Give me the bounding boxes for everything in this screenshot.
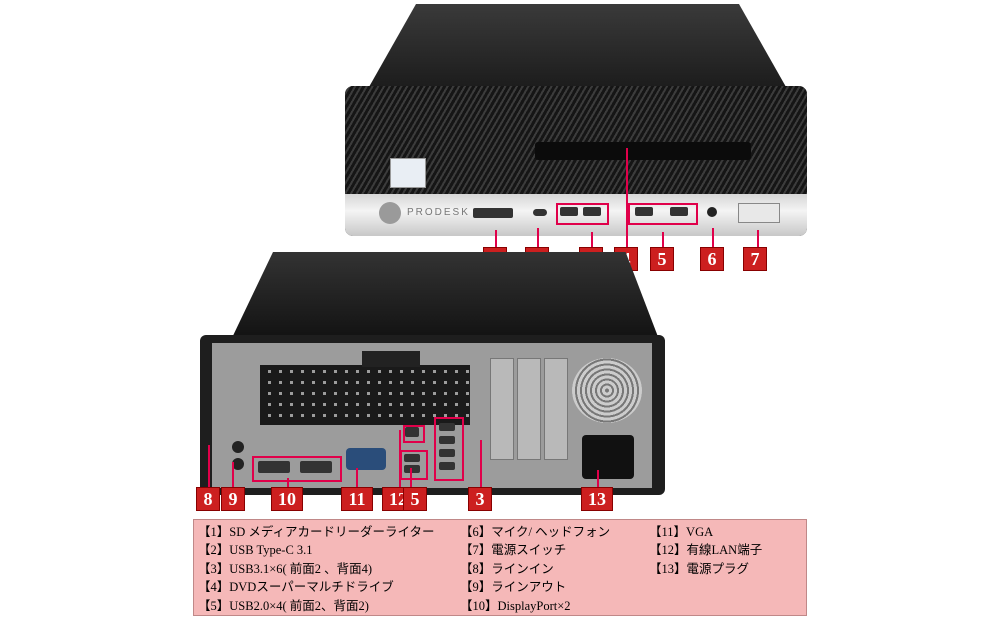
leader-line bbox=[410, 468, 412, 488]
lan-port bbox=[405, 427, 419, 437]
hp-logo-icon bbox=[379, 202, 401, 224]
callout-box-displayport bbox=[252, 456, 342, 482]
marker-9: 9 bbox=[222, 488, 244, 510]
psu-fan-icon bbox=[572, 358, 642, 423]
leader-line bbox=[537, 228, 539, 248]
leader-line bbox=[712, 228, 714, 248]
legend-column-1: 【1】SD メディアカードリーダーライター 【2】USB Type-C 3.1 … bbox=[198, 523, 434, 615]
usb-port bbox=[439, 423, 455, 431]
front-case-top bbox=[365, 4, 790, 94]
expansion-slot bbox=[544, 358, 568, 460]
callout-box-lan bbox=[403, 425, 425, 443]
leader-line bbox=[208, 445, 210, 487]
callout-box-usb31-front bbox=[556, 203, 609, 225]
usb-port bbox=[404, 465, 420, 473]
displayport bbox=[258, 461, 290, 473]
front-case-body: PRODESK bbox=[345, 86, 807, 236]
legend-column-2: 【6】マイク/ ヘッドフォン 【7】電源スイッチ 【8】ラインイン 【9】ライン… bbox=[460, 523, 610, 615]
leader-line bbox=[287, 478, 289, 488]
legend-item: 【7】電源スイッチ bbox=[460, 543, 567, 558]
legend-item: 【10】DisplayPort×2 bbox=[460, 598, 571, 613]
legend-item: 【2】USB Type-C 3.1 bbox=[198, 543, 313, 558]
expansion-slot bbox=[517, 358, 541, 460]
callout-box-usb20-rear bbox=[400, 450, 428, 480]
legend-item: 【9】ラインアウト bbox=[460, 580, 567, 595]
marker-5-rear: 5 bbox=[404, 488, 426, 510]
marker-13: 13 bbox=[582, 488, 612, 510]
usb-c-port bbox=[533, 209, 547, 216]
marker-6: 6 bbox=[701, 248, 723, 270]
power-button bbox=[738, 203, 780, 223]
callout-box-usb31-rear bbox=[434, 417, 464, 481]
intel-sticker-icon bbox=[390, 158, 426, 188]
marker-7: 7 bbox=[744, 248, 766, 270]
legend-item: 【8】ラインイン bbox=[460, 561, 554, 576]
usb-port bbox=[635, 207, 653, 216]
leader-line bbox=[626, 148, 628, 248]
leader-line bbox=[480, 440, 482, 488]
marker-10: 10 bbox=[272, 488, 302, 510]
legend-column-3: 【11】VGA 【12】有線LAN端子 【13】電源プラグ bbox=[649, 523, 762, 578]
legend-item: 【4】DVDスーパーマルチドライブ bbox=[198, 580, 394, 595]
rear-case-top bbox=[230, 252, 660, 342]
leader-line bbox=[757, 230, 759, 248]
leader-line bbox=[232, 462, 234, 487]
callout-box-usb20-front bbox=[628, 203, 698, 225]
power-socket bbox=[582, 435, 634, 479]
leader-line bbox=[591, 232, 593, 248]
line-in-jack bbox=[232, 441, 244, 453]
legend-item: 【1】SD メディアカードリーダーライター bbox=[198, 525, 435, 539]
rear-io-panel bbox=[212, 343, 652, 488]
brand-text: PRODESK bbox=[407, 207, 470, 218]
marker-5: 5 bbox=[651, 248, 673, 270]
usb-port bbox=[583, 207, 601, 216]
usb-port bbox=[439, 436, 455, 444]
marker-8: 8 bbox=[197, 488, 219, 510]
legend-item: 【5】USB2.0×4( 前面2、背面2) bbox=[198, 598, 369, 613]
legend-box: 【1】SD メディアカードリーダーライター 【2】USB Type-C 3.1 … bbox=[193, 519, 807, 616]
leader-line bbox=[662, 232, 664, 248]
leader-line bbox=[399, 430, 401, 488]
legend-item: 【13】電源プラグ bbox=[649, 561, 750, 576]
legend-item: 【6】マイク/ ヘッドフォン bbox=[460, 525, 611, 539]
vga-port bbox=[346, 448, 386, 470]
marker-11: 11 bbox=[342, 488, 372, 510]
marker-3-rear: 3 bbox=[469, 488, 491, 510]
legend-item: 【3】USB3.1×6( 前面2 、背面4) bbox=[198, 561, 373, 576]
usb-port bbox=[670, 207, 688, 216]
headphone-jack bbox=[707, 207, 717, 217]
usb-port bbox=[439, 462, 455, 470]
legend-item: 【11】VGA bbox=[649, 525, 714, 539]
front-io-panel: PRODESK bbox=[345, 194, 807, 236]
rear-case-body bbox=[200, 335, 665, 495]
usb-port bbox=[404, 454, 420, 462]
handle bbox=[362, 351, 420, 367]
usb-port bbox=[560, 207, 578, 216]
leader-line bbox=[495, 230, 497, 248]
displayport bbox=[300, 461, 332, 473]
leader-line bbox=[597, 470, 599, 488]
expansion-slot bbox=[490, 358, 514, 460]
rear-vent bbox=[260, 365, 470, 425]
dvd-drive-slot bbox=[535, 142, 751, 160]
sd-card-slot bbox=[473, 208, 513, 218]
usb-port bbox=[439, 449, 455, 457]
leader-line bbox=[356, 468, 358, 488]
line-out-jack bbox=[232, 458, 244, 470]
legend-item: 【12】有線LAN端子 bbox=[649, 543, 763, 558]
